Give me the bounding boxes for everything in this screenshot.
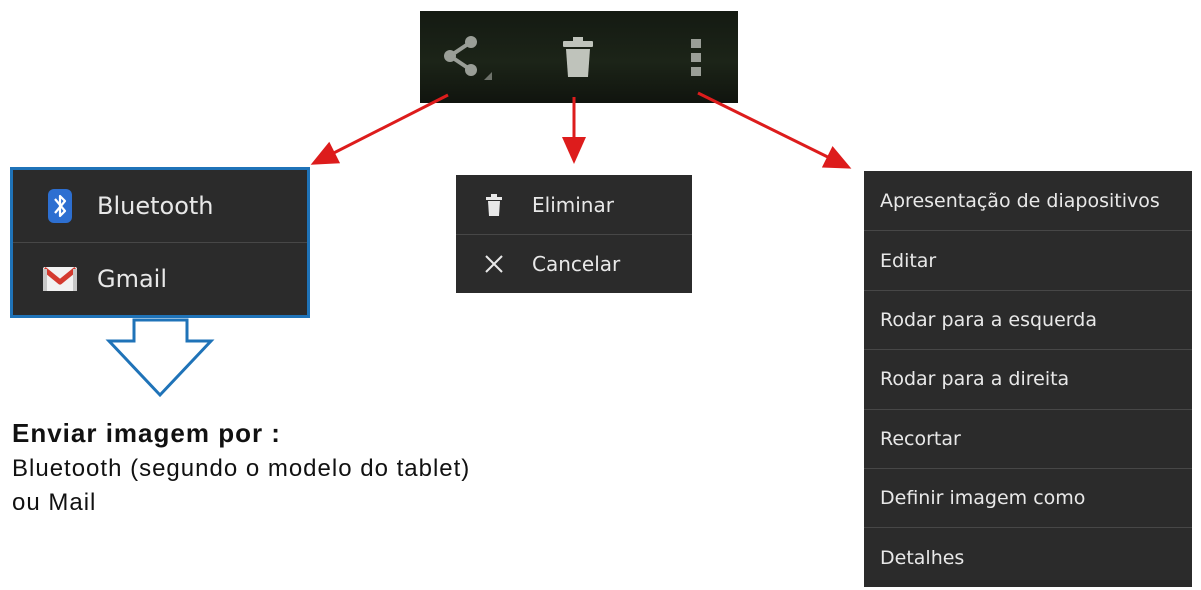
caption-line: ou Mail <box>12 489 97 516</box>
menu-item-label: Rodar para a direita <box>880 368 1070 391</box>
caption-title: Enviar imagem por : <box>12 418 281 448</box>
share-menu: Bluetooth Gmail <box>10 167 310 318</box>
delete-button[interactable] <box>538 11 618 103</box>
overflow-menu-button[interactable] <box>664 11 728 103</box>
menu-item-label: Definir imagem como <box>880 487 1086 510</box>
menu-item-label: Rodar para a esquerda <box>880 308 1097 331</box>
menu-item-crop[interactable]: Recortar <box>864 408 1192 468</box>
trash-icon <box>563 37 593 77</box>
caption-line: Bluetooth (segundo o modelo do tablet) <box>12 455 471 482</box>
trash-icon <box>482 193 506 217</box>
share-item-bluetooth[interactable]: Bluetooth <box>13 170 307 242</box>
arrow-to-share-menu <box>310 93 449 165</box>
delete-menu: Eliminar Cancelar <box>456 175 692 293</box>
menu-item-label: Eliminar <box>532 192 614 217</box>
menu-item-details[interactable]: Detalhes <box>864 527 1192 586</box>
menu-item-cancelar[interactable]: Cancelar <box>456 234 692 293</box>
share-item-label: Bluetooth <box>97 192 214 220</box>
menu-item-rotate-right[interactable]: Rodar para a direita <box>864 349 1192 408</box>
menu-item-rotate-left[interactable]: Rodar para a esquerda <box>864 289 1192 349</box>
action-bar <box>420 11 738 103</box>
menu-item-label: Apresentação de diapositivos <box>880 189 1160 212</box>
menu-item-eliminar[interactable]: Eliminar <box>456 175 692 234</box>
close-icon <box>482 252 506 276</box>
outline-down-arrow <box>105 318 215 398</box>
arrow-to-more-menu <box>697 91 852 169</box>
overflow-menu-icon <box>691 39 701 76</box>
menu-item-label: Cancelar <box>532 252 621 276</box>
menu-item-label: Detalhes <box>880 546 965 569</box>
share-button[interactable] <box>428 11 504 103</box>
menu-item-set-as[interactable]: Definir imagem como <box>864 467 1192 527</box>
menu-item-edit[interactable]: Editar <box>864 230 1192 289</box>
overflow-menu: Apresentação de diapositivos Editar Roda… <box>864 171 1192 587</box>
menu-item-label: Editar <box>880 249 937 272</box>
share-item-gmail[interactable]: Gmail <box>13 242 307 314</box>
share-icon <box>444 36 492 80</box>
bluetooth-icon <box>43 189 77 223</box>
menu-item-slideshow[interactable]: Apresentação de diapositivos <box>864 171 1192 230</box>
share-item-label: Gmail <box>97 264 168 293</box>
caption: Enviar imagem por : Bluetooth (segundo o… <box>12 414 470 520</box>
menu-item-label: Recortar <box>880 427 961 450</box>
gmail-icon <box>43 262 77 296</box>
